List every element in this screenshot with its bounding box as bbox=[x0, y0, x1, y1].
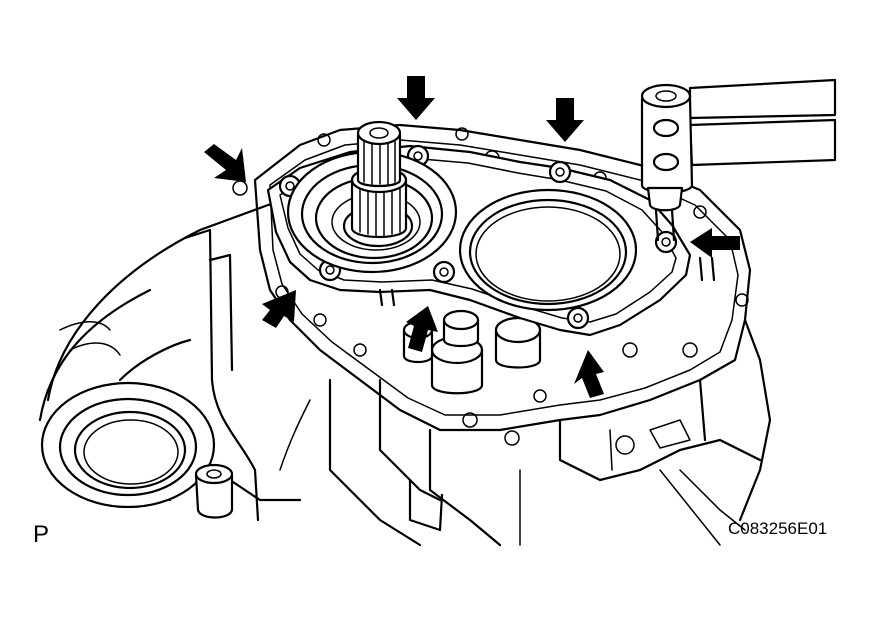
arrow-right bbox=[690, 228, 740, 258]
input-shaft bbox=[350, 120, 408, 238]
arrow-top-center bbox=[397, 76, 435, 120]
housing-boss bbox=[194, 463, 234, 519]
torx-wrench-tool bbox=[640, 78, 837, 242]
arrow-lower-right bbox=[574, 350, 604, 398]
counter-shaft-bore bbox=[458, 188, 638, 312]
arrow-left bbox=[262, 290, 296, 328]
arrow-top-left bbox=[204, 144, 246, 182]
callout-arrows bbox=[204, 76, 740, 398]
figure-code: C083256E01 bbox=[728, 519, 828, 538]
case-lower-body bbox=[279, 318, 772, 547]
arrow-lower-center bbox=[406, 306, 438, 352]
oil-seal bbox=[40, 381, 216, 509]
arrow-top-right bbox=[546, 98, 584, 142]
view-label: P bbox=[33, 521, 50, 548]
plate-bolts bbox=[278, 144, 678, 330]
